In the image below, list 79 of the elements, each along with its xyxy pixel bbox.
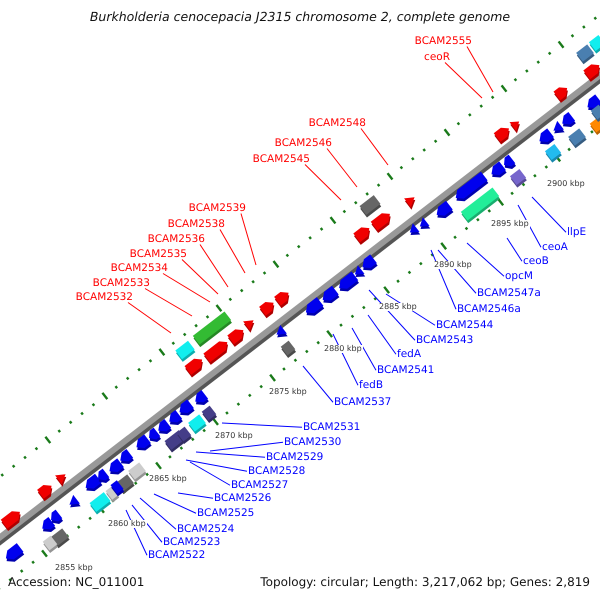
gene-label: BCAM2538 (168, 219, 225, 230)
leader-line (220, 229, 246, 274)
gene-label: fedA (397, 349, 422, 360)
gene-label: BCAM2524 (177, 524, 234, 534)
leader-line (518, 204, 542, 248)
gene-label: BCAM2536 (148, 234, 205, 244)
gene-label: BCAM2547a (477, 288, 541, 298)
leader-line (190, 462, 230, 486)
scale-tick-label: 2895 kbp (490, 220, 530, 228)
gene-label: BCAM2546a (457, 304, 521, 314)
diagram-title: Burkholderia cenocepacia J2315 chromosome 2, complete genome (88, 11, 512, 24)
leader-line (200, 244, 228, 288)
leader-line (128, 302, 172, 334)
gene-label: BCAM2529 (266, 452, 324, 462)
scale-tick-label: 2865 kbp (148, 475, 188, 483)
scale-tick-label: 2870 kbp (214, 432, 254, 440)
leader-line (132, 504, 162, 543)
leader-line (144, 288, 192, 316)
gene-label: BCAM2525 (197, 508, 254, 518)
leader-line (186, 460, 248, 472)
leader-line (240, 213, 256, 266)
gene-label: BCAM2555 (414, 36, 472, 46)
gene-label: BCAM2546 (274, 138, 332, 148)
leader-line (466, 46, 494, 92)
leader-line (304, 164, 342, 200)
gene-label: BCAM2528 (248, 466, 306, 476)
gene-label: BCAM2535 (130, 249, 187, 260)
gene-label: fedB (359, 380, 384, 390)
accession-note: Accession: NC_011001 (8, 576, 144, 588)
leader-line (444, 62, 482, 98)
gene-label: ceoA (542, 242, 568, 252)
leader-line (196, 452, 266, 458)
leader-line (466, 242, 504, 277)
leader-line (162, 273, 210, 302)
scale-tick-label: 2855 kbp (54, 564, 94, 572)
leader-line (154, 494, 196, 514)
leader-line (326, 148, 358, 188)
gene-label: BCAM2548 (308, 118, 366, 128)
gene-label: BCAM2522 (148, 550, 206, 560)
leader-line (140, 498, 176, 530)
gene-label: llpE (567, 227, 586, 238)
gene-label: ceoB (523, 256, 549, 266)
gene-label: BCAM2544 (436, 320, 494, 330)
gene-label: BCAM2533 (92, 278, 150, 288)
leader-line (302, 366, 334, 403)
gene-label: BCAM2523 (163, 537, 220, 548)
scale-tick-label: 2885 kbp (378, 303, 418, 311)
leader-line (210, 442, 284, 452)
leader-line (332, 334, 358, 386)
leader-line (222, 422, 302, 428)
leader-line (178, 492, 214, 499)
leader-line (360, 128, 388, 166)
gene-label: BCAM2532 (76, 292, 133, 302)
leader-line (182, 259, 218, 294)
gene-label: BCAM2541 (377, 365, 434, 376)
gene-label: BCAM2526 (214, 493, 272, 504)
gene-label: BCAM2531 (303, 422, 360, 432)
gene-label: opcM (505, 271, 533, 282)
gene-label: BCAM2545 (252, 154, 310, 164)
leader-line (438, 250, 476, 294)
gene-label: BCAM2543 (416, 335, 474, 346)
gene-label: ceoR (424, 52, 450, 62)
leader-line (368, 314, 396, 355)
scale-tick-label: 2860 kbp (107, 520, 147, 528)
leader-line (352, 328, 376, 371)
genome-summary-note: Topology: circular; Length: 3,217,062 bp; Genes: 2,819 (260, 576, 590, 588)
leader-line (368, 290, 416, 341)
leader-line (430, 250, 456, 310)
scale-tick-label: 2890 kbp (433, 261, 473, 269)
gene-label: BCAM2530 (284, 437, 342, 448)
gene-label: BCAM2534 (110, 263, 168, 274)
leader-line (506, 238, 522, 262)
gene-label: BCAM2537 (334, 397, 392, 408)
scale-tick-label: 2880 kbp (323, 345, 363, 353)
leader-line (532, 196, 566, 233)
gene-label: BCAM2527 (231, 480, 288, 490)
gene-label: BCAM2539 (188, 203, 246, 214)
scale-tick-label: 2875 kbp (268, 388, 308, 396)
scale-tick-label: 2900 kbp (546, 180, 586, 188)
